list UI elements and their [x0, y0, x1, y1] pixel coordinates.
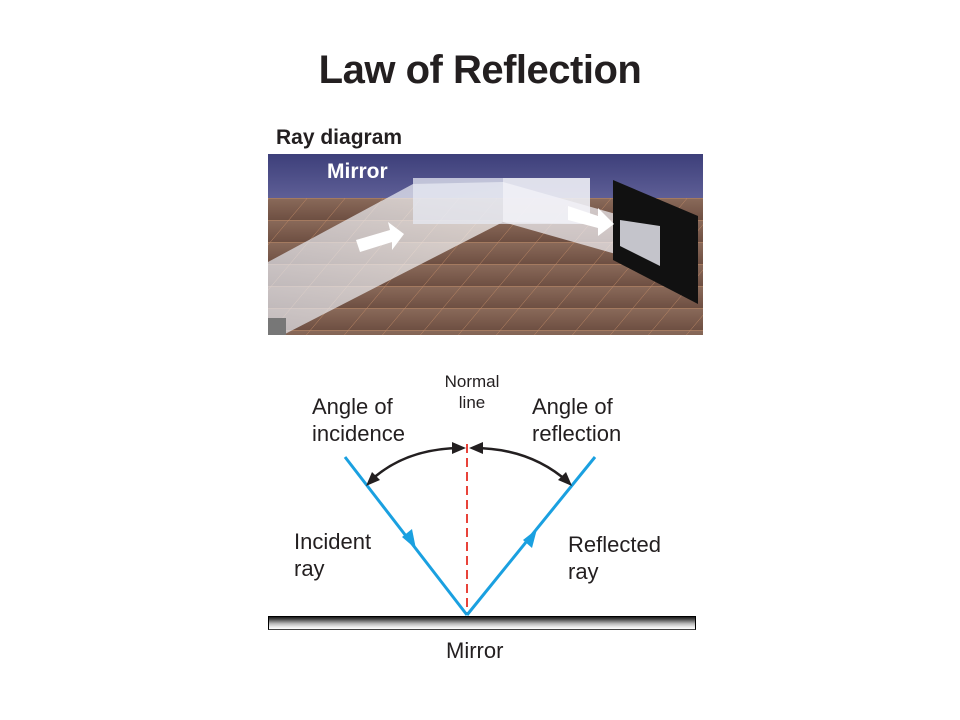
photo-mirror-label: Mirror — [327, 160, 388, 183]
angle-of-reflection-label: Angle of reflection — [532, 393, 621, 447]
mirror-surface — [268, 616, 696, 630]
ray-box-illustration — [268, 154, 703, 335]
normal-line-label-1: Normal — [444, 372, 500, 391]
incident-ray-label: Incident ray — [294, 528, 371, 582]
incident-ray-label-1: Incident — [294, 529, 372, 554]
reflected-ray-label-1: Reflected — [568, 532, 661, 557]
angle-of-reflection-label-1: Angle of — [532, 394, 613, 419]
reflected-ray-arrow-icon — [523, 529, 537, 548]
reflected-ray-label-2: ray — [568, 559, 599, 584]
angle-of-incidence-label-1: Angle of — [312, 394, 393, 419]
reflection-arc — [472, 446, 569, 483]
incidence-arc-arrow-left-icon — [366, 472, 380, 486]
reflected-ray-label: Reflected ray — [568, 531, 661, 585]
incidence-arc — [368, 446, 463, 483]
angle-of-reflection-label-2: reflection — [532, 421, 622, 446]
incidence-arc-arrow-right-icon — [452, 442, 466, 454]
reflection-arc-arrow-right-icon — [558, 472, 572, 486]
angle-of-incidence-label-2: incidence — [312, 421, 405, 446]
ray-box-photo: Mirror — [268, 154, 703, 335]
page-title: Law of Reflection — [318, 48, 642, 92]
normal-line-label-2: line — [458, 393, 486, 412]
photo-heading: Ray diagram — [276, 126, 403, 149]
angle-of-incidence-label: Angle of incidence — [312, 393, 405, 447]
normal-line-label: Normal line — [432, 371, 512, 413]
mirror-label: Mirror — [446, 638, 504, 663]
reflection-arc-arrow-left-icon — [469, 442, 483, 454]
incident-ray-label-2: ray — [294, 556, 325, 581]
incident-ray-arrow-icon — [402, 529, 416, 549]
reflected-arrow-icon — [568, 206, 614, 236]
incident-arrow-icon — [356, 222, 404, 252]
